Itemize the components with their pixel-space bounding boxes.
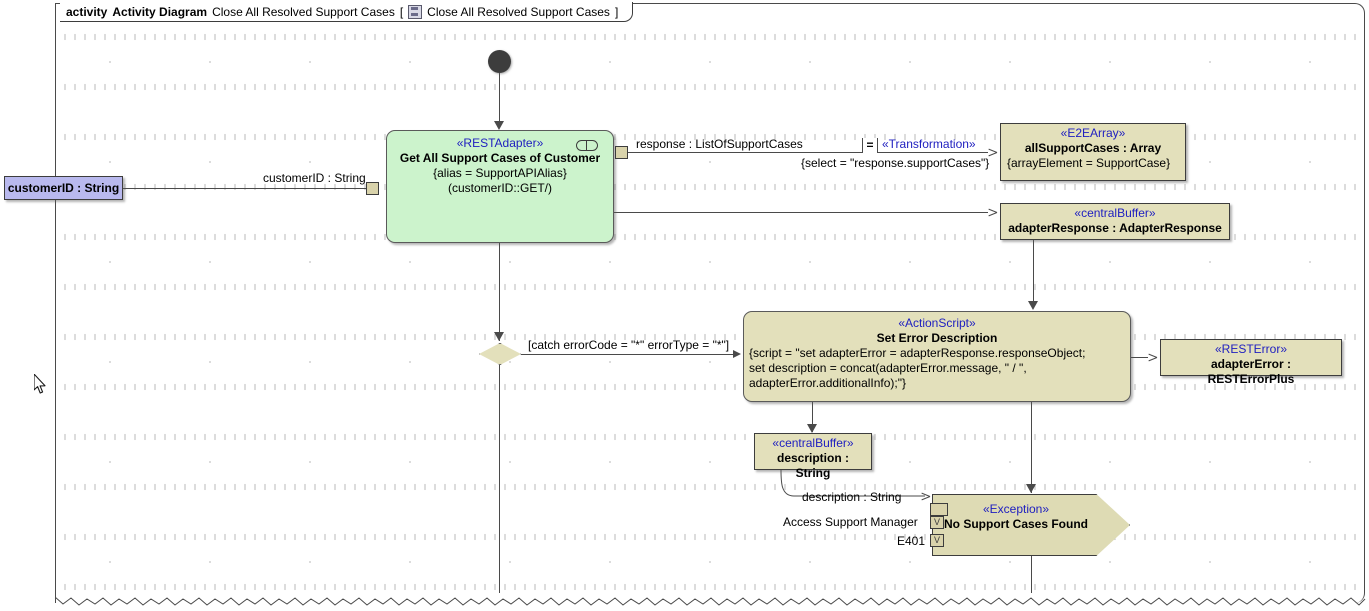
frame-diagram-name: Close All Resolved Support Cases bbox=[212, 4, 395, 19]
actionscript-script-line2: set description = concat(adapterError.me… bbox=[749, 361, 1027, 375]
action-stereotype: «RESTAdapter» bbox=[456, 136, 544, 150]
actionscript-name: Set Error Description bbox=[876, 331, 998, 345]
resterror-name: adapterError : RESTErrorPlus bbox=[1207, 357, 1295, 386]
edge-decision-to-actionscript bbox=[521, 354, 734, 355]
e2earray-property: {arrayElement = SupportCase} bbox=[1007, 156, 1171, 170]
pin-label-access-support-manager: Access Support Manager bbox=[783, 515, 918, 529]
resterror-stereotype: «RESTError» bbox=[1214, 342, 1288, 356]
description-stereotype: «centralBuffer» bbox=[772, 436, 854, 450]
exception-no-support-cases-found[interactable]: «Exception» No Support Cases Found bbox=[932, 494, 1130, 556]
object-node-allsupportcases[interactable]: «E2EArray» allSupportCases : Array {arra… bbox=[1000, 123, 1186, 181]
pin-label-e401: E401 bbox=[897, 534, 926, 548]
transformation-marker: = bbox=[862, 138, 878, 153]
exception-text: «Exception» No Support Cases Found bbox=[932, 502, 1100, 532]
arrowhead-description-to-exception bbox=[921, 496, 930, 497]
frame-bracket-name: Close All Resolved Support Cases bbox=[427, 4, 610, 19]
arrowhead-resterror bbox=[1148, 357, 1157, 358]
diagram-frame bbox=[55, 3, 1365, 603]
input-pin-customerid[interactable] bbox=[366, 182, 379, 195]
mouse-pointer bbox=[33, 373, 48, 395]
arrowhead-decision bbox=[494, 332, 504, 341]
edge-action-to-decision bbox=[499, 243, 500, 341]
decision-node[interactable] bbox=[479, 343, 521, 365]
exception-name: No Support Cases Found bbox=[944, 517, 1088, 531]
edge-label-description: description : String bbox=[802, 490, 902, 504]
arrowhead-response bbox=[988, 152, 997, 153]
diagram-icon bbox=[408, 4, 423, 19]
edge-response-to-e2earray bbox=[628, 152, 988, 153]
frame-type-label: Activity Diagram bbox=[112, 4, 208, 19]
actionscript-script-line3: adapterError.additionalInfo);"} bbox=[749, 376, 907, 390]
output-pin-response[interactable] bbox=[615, 146, 628, 159]
edge-decision-down bbox=[499, 365, 500, 593]
edge-customerid-to-action bbox=[123, 188, 366, 189]
edge-label-guard: [catch errorCode = "*" errorType = "*"] bbox=[528, 338, 730, 352]
description-name: description : String bbox=[776, 451, 849, 480]
action-name: Get All Support Cases of Customer bbox=[399, 151, 601, 165]
torn-bottom-edge bbox=[55, 595, 1366, 611]
frame-keyword: activity bbox=[66, 4, 108, 19]
edge-actionscript-to-description bbox=[812, 402, 813, 432]
frame-bracket-open: [ bbox=[399, 4, 404, 19]
arrowhead-description bbox=[807, 424, 817, 433]
parameter-label: customerID : String bbox=[7, 180, 120, 195]
edge-action-to-adapterresponse bbox=[614, 212, 988, 213]
initial-node[interactable] bbox=[488, 50, 511, 73]
decision-outline bbox=[479, 343, 521, 365]
edge-description-to-exception bbox=[780, 469, 925, 497]
object-node-adaptererror[interactable]: «RESTError» adapterError : RESTErrorPlus bbox=[1160, 339, 1342, 386]
e2earray-name: allSupportCases : Array bbox=[1024, 141, 1162, 155]
edge-label-transformation-select: {select = "response.supportCases"} bbox=[801, 156, 990, 170]
e2earray-stereotype: «E2EArray» bbox=[1060, 126, 1126, 140]
actionscript-stereotype: «ActionScript» bbox=[898, 316, 976, 330]
frame-bracket-close: ] bbox=[614, 4, 619, 19]
edge-actionscript-to-exception bbox=[1031, 402, 1032, 493]
arrowhead-adapterresponse bbox=[988, 212, 997, 213]
adapterresponse-name: adapterResponse : AdapterResponse bbox=[1008, 221, 1222, 235]
edge-label-response: response : ListOfSupportCases bbox=[636, 137, 803, 151]
central-buffer-adapterresponse[interactable]: «centralBuffer» adapterResponse : Adapte… bbox=[1000, 203, 1230, 240]
exception-outline bbox=[932, 494, 1130, 556]
edge-actionscript-to-resterror bbox=[1131, 357, 1148, 358]
exception-stereotype: «Exception» bbox=[982, 502, 1050, 516]
exception-input-pin-description[interactable] bbox=[930, 503, 948, 516]
arrowhead-guard bbox=[733, 350, 741, 358]
exception-pin-access-support-manager[interactable]: V bbox=[930, 516, 944, 529]
action-get-all-support-cases[interactable]: «RESTAdapter» Get All Support Cases of C… bbox=[386, 130, 614, 243]
actionscript-script-line1: {script = "set adapterError = adapterRes… bbox=[749, 346, 1086, 360]
edge-exception-down bbox=[1031, 556, 1032, 593]
arrowhead-actionscript-top bbox=[1028, 301, 1038, 310]
edge-label-customerid: customerID : String bbox=[263, 171, 366, 185]
arrowhead-initial-to-action bbox=[494, 121, 504, 130]
action-property-alias: {alias = SupportAPIAlias} bbox=[433, 166, 567, 180]
arrowhead-exception-top bbox=[1026, 484, 1036, 493]
exception-pin-e401[interactable]: V bbox=[930, 534, 944, 547]
edge-label-transformation-stereotype: «Transformation» bbox=[882, 137, 976, 151]
activity-parameter-customerid[interactable]: customerID : String bbox=[4, 176, 123, 200]
adapterresponse-stereotype: «centralBuffer» bbox=[1074, 206, 1156, 220]
action-set-error-description[interactable]: «ActionScript» Set Error Description {sc… bbox=[743, 311, 1131, 402]
frame-title-tab: activity Activity Diagram Close All Reso… bbox=[60, 2, 634, 22]
edge-adapterresponse-to-actionscript bbox=[1033, 240, 1034, 303]
central-buffer-description[interactable]: «centralBuffer» description : String bbox=[754, 433, 872, 480]
edge-initial-to-action bbox=[499, 73, 500, 123]
stream-socket-icon bbox=[576, 140, 598, 151]
action-property-operation: (customerID::GET/) bbox=[447, 181, 552, 195]
